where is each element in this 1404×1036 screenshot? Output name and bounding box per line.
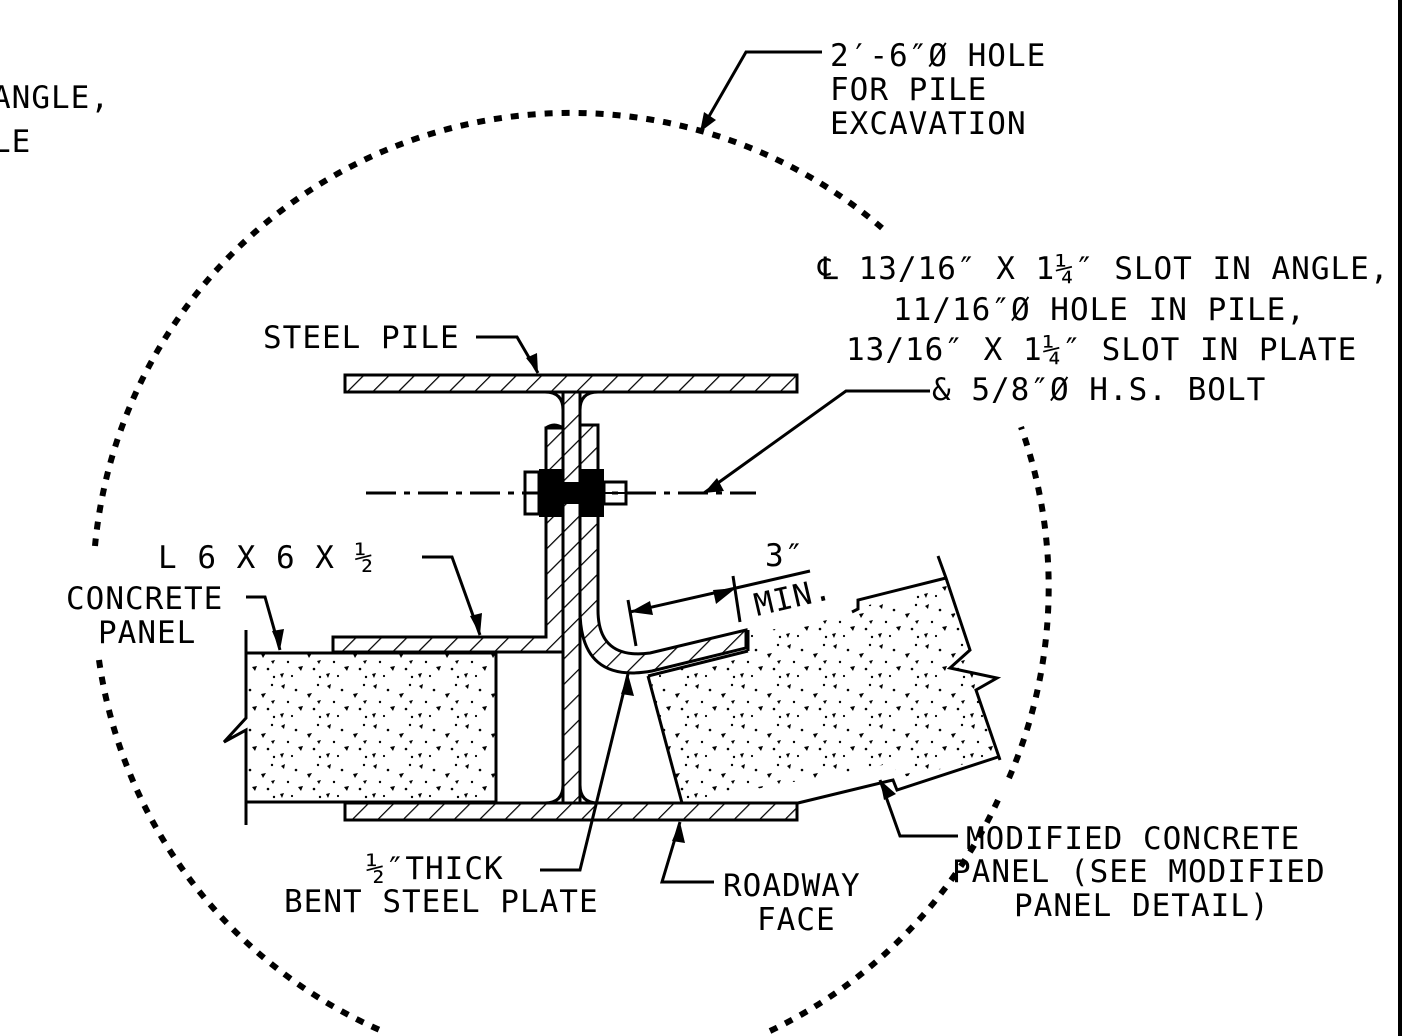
steel-angle <box>331 423 565 654</box>
concrete-panel-left <box>222 630 498 825</box>
concrete-panel-label-line1: CONCRETE <box>66 581 223 617</box>
bolt-assembly <box>523 469 628 517</box>
modified-label-line2: PANEL (SEE MODIFIED <box>952 854 1326 890</box>
partial-label-line2: LE <box>0 124 31 160</box>
excavation-hole-outline <box>92 109 1052 1034</box>
slot-label-line2: 11/16″Ø HOLE IN PILE, <box>893 292 1306 328</box>
slot-label-line3: 13/16″ X 1¼″ SLOT IN PLATE <box>846 332 1357 368</box>
hole-label-line2: FOR PILE <box>830 72 987 108</box>
modified-label-line3: PANEL DETAIL) <box>1014 888 1270 924</box>
partial-label-line1: ANGLE, <box>0 80 110 116</box>
dimension-value: 3″ <box>765 538 804 574</box>
bent-steel-plate <box>578 423 748 675</box>
plate-label-line1: ½″THICK <box>366 851 504 887</box>
roadway-label-line1: ROADWAY <box>723 868 861 904</box>
modified-label-line1: MODIFIED CONCRETE <box>966 821 1300 857</box>
hole-label-line3: EXCAVATION <box>830 106 1027 142</box>
slot-label-line1: ℄ 13/16″ X 1¼″ SLOT IN ANGLE, <box>817 251 1390 287</box>
concrete-panel-label-line2: PANEL <box>98 615 196 651</box>
plate-label-line2: BENT STEEL PLATE <box>284 884 599 920</box>
dimension-min: MIN. <box>751 571 836 624</box>
hole-label-line1: 2′-6″Ø HOLE <box>830 38 1046 74</box>
leader-lines <box>246 50 958 884</box>
min-dimension <box>626 569 811 647</box>
modified-concrete-panel <box>646 555 1002 805</box>
roadway-label-line2: FACE <box>757 902 836 938</box>
steel-pile-label: STEEL PILE <box>263 320 460 356</box>
angle-label: L 6 X 6 X ½ <box>158 540 374 576</box>
slot-label-line4: & 5/8″Ø H.S. BOLT <box>932 372 1266 408</box>
